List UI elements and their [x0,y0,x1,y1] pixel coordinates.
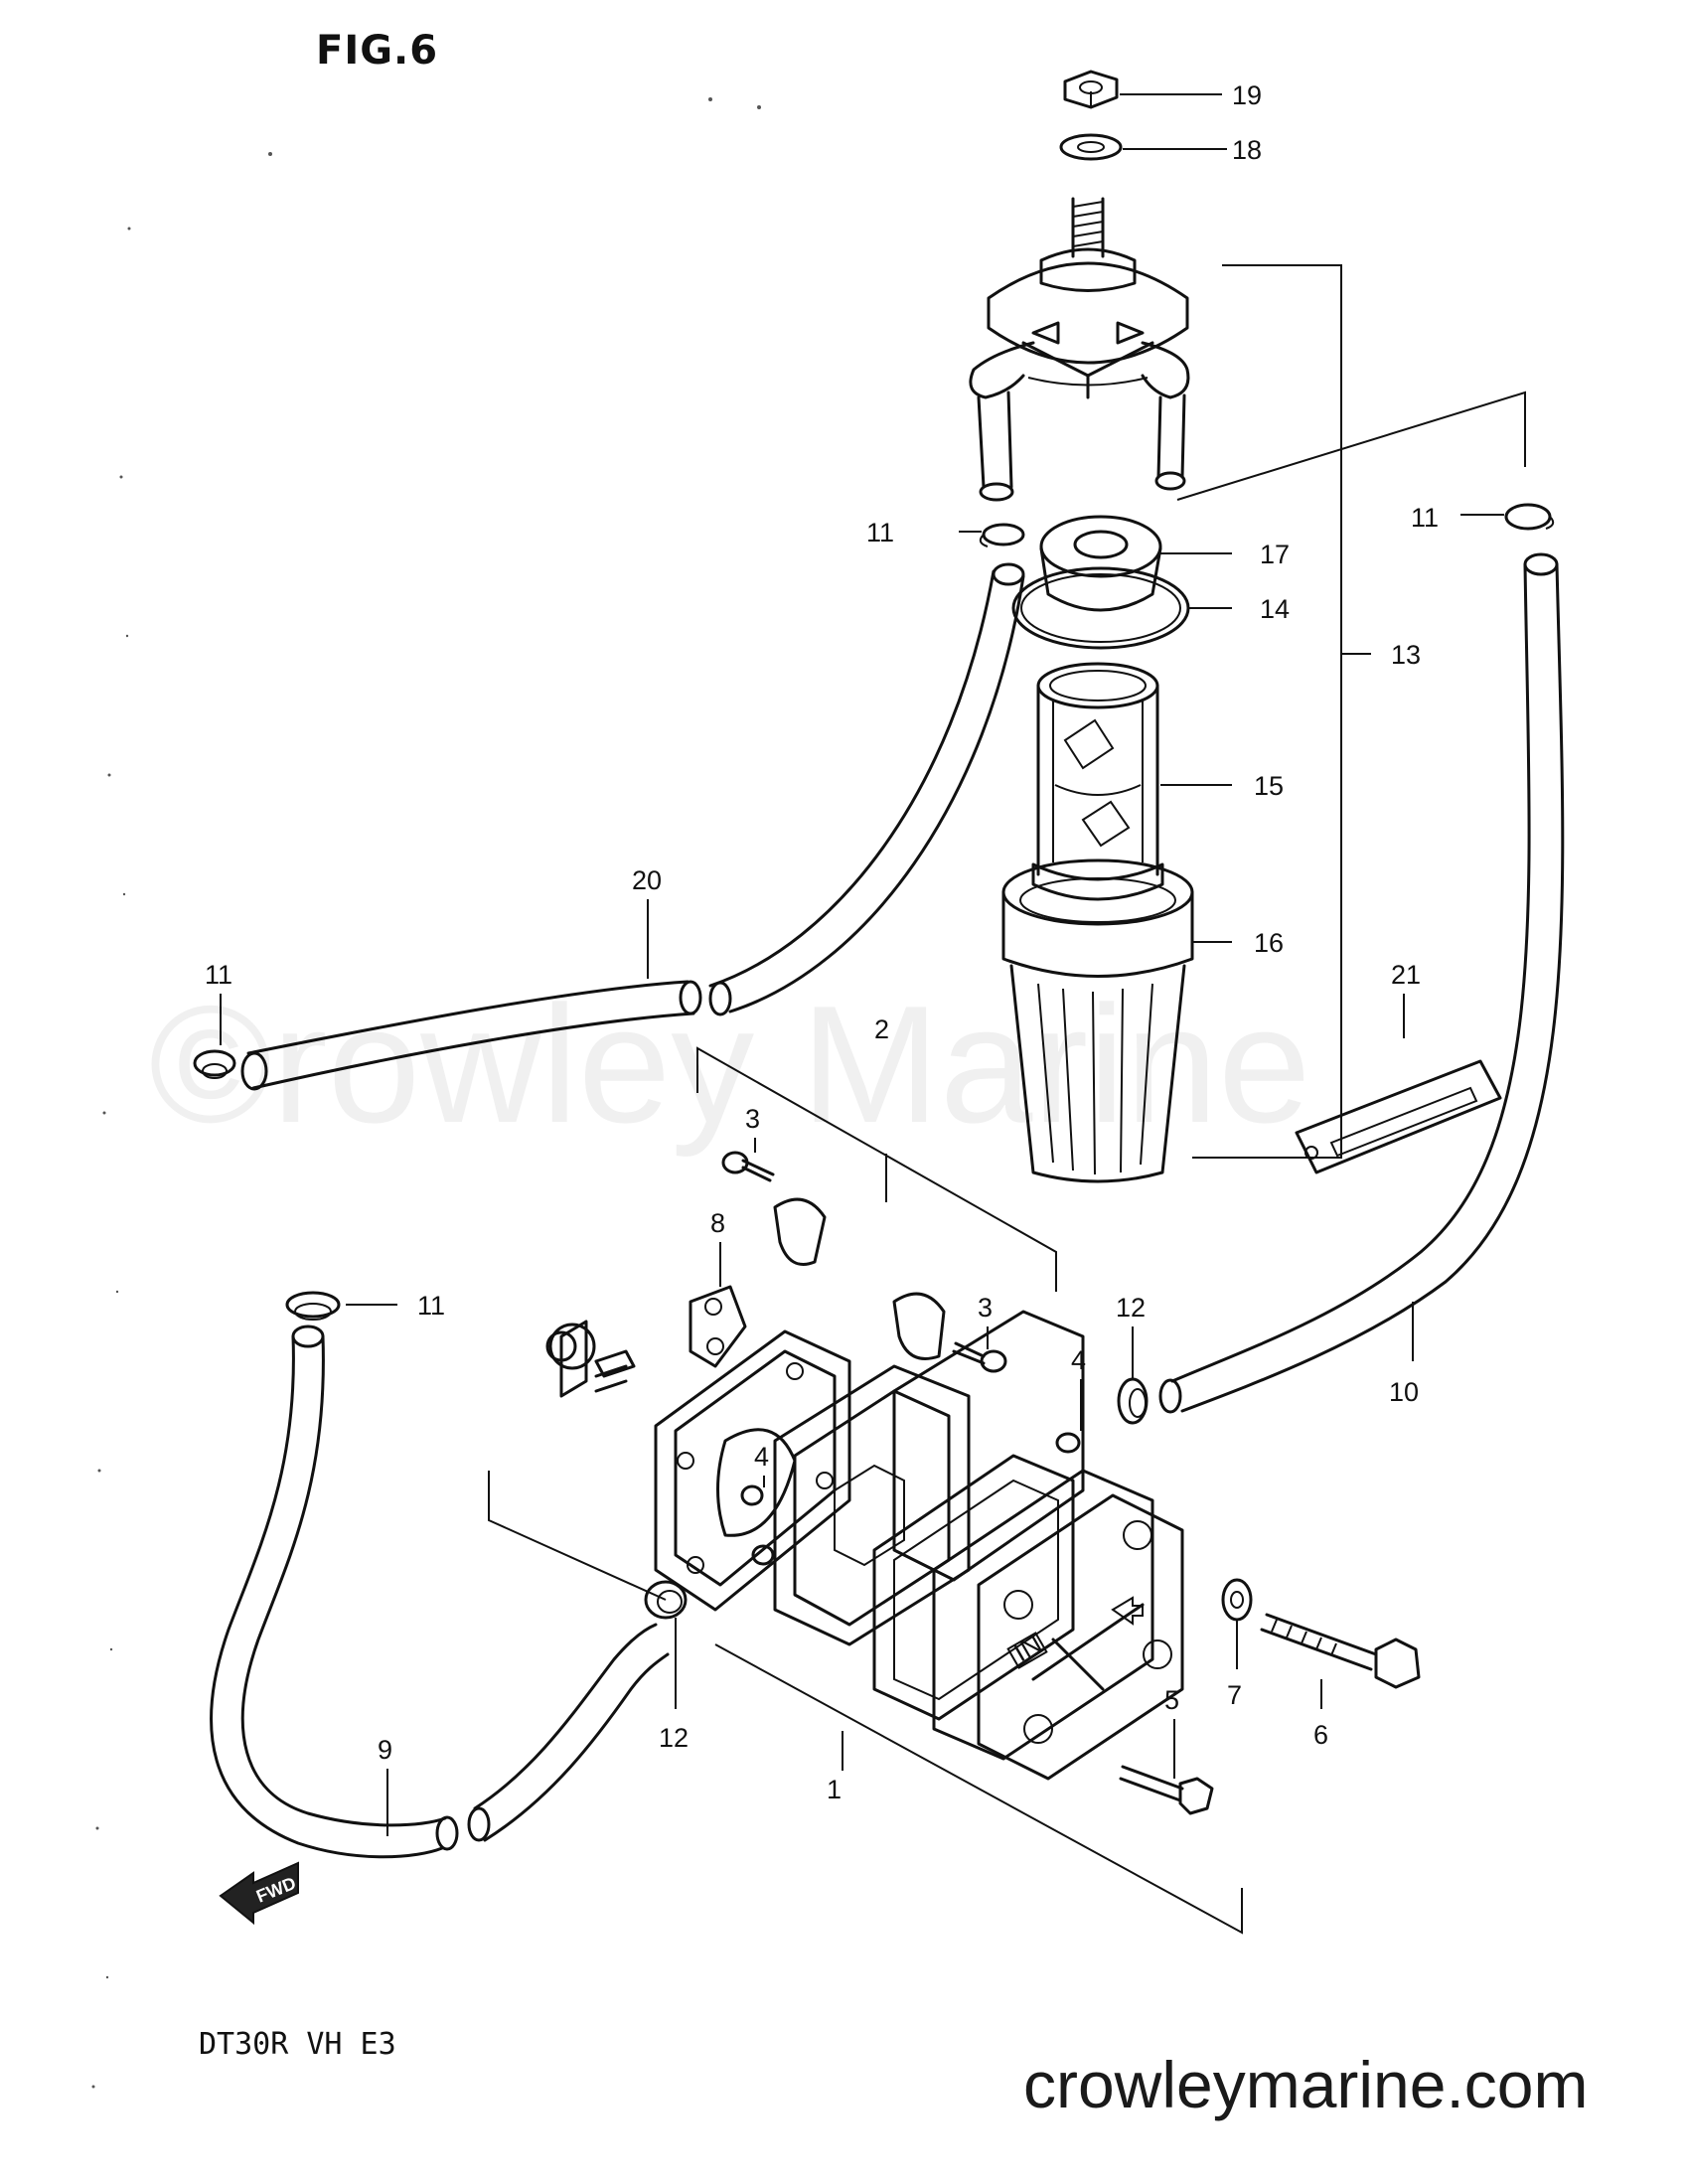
fuel-hose-20[interactable] [240,562,1025,1091]
callout-6: 6 [1313,1720,1328,1750]
bracket-1 [488,1471,1243,1935]
screw-5[interactable] [1119,1765,1214,1815]
callout-11-a: 11 [866,518,894,547]
callout-3-a: 3 [745,1104,760,1134]
website-url[interactable]: crowleymarine.com [1023,2048,1589,2121]
leader-lines [220,93,1504,1836]
callout-5: 5 [1164,1685,1179,1715]
callout-16: 16 [1254,928,1284,958]
hose-clip-12-b[interactable] [644,1580,688,1620]
hose-clip-11-c[interactable] [193,1049,236,1079]
model-code: DT30R VH E3 [199,2027,396,2062]
callout-8: 8 [710,1208,725,1238]
svg-text:IN: IN [1008,1629,1046,1667]
filter-bowl-16[interactable] [1001,858,1194,1183]
fuel-hose-10[interactable] [1158,552,1565,1414]
callout-2: 2 [874,1014,889,1044]
watermark: ©rowley Marine [149,971,1311,1158]
filter-head-13[interactable] [969,197,1190,502]
callout-12-a: 12 [1116,1293,1146,1323]
callout-11-c: 11 [205,960,232,990]
filter-seal-17[interactable] [1039,515,1162,612]
callout-labels: 19 18 11 11 17 14 13 15 20 16 11 21 2 3 … [205,80,1439,1804]
bracket-13 [1176,264,1526,1159]
callout-17: 17 [1260,540,1290,569]
bolt-6[interactable] [1260,1613,1421,1689]
washer-7[interactable] [1221,1578,1253,1622]
callout-7: 7 [1227,1680,1242,1710]
callout-3-b: 3 [978,1293,993,1323]
cable-tie-21[interactable] [1295,1059,1502,1174]
callout-19: 19 [1232,80,1262,110]
hose-clip-11-b[interactable] [1504,503,1555,531]
o-ring-14[interactable] [1011,566,1190,650]
callout-4-a: 4 [1071,1345,1086,1375]
pump-arrow-in-badge: IN [1006,1629,1048,1669]
washer-18[interactable] [1059,133,1123,161]
hose-clip-12-a[interactable] [1117,1377,1149,1425]
bracket-2 [696,1046,1057,1292]
callout-11-b: 11 [1411,503,1439,533]
figure-title: FIG.6 [316,28,439,74]
screw-3-a[interactable] [721,1151,775,1182]
callout-4-b: 4 [754,1442,769,1472]
callout-14: 14 [1260,594,1290,624]
callout-11-d: 11 [417,1291,445,1321]
callout-1: 1 [827,1775,842,1804]
callout-18: 18 [1232,135,1262,165]
nut-19[interactable] [1063,70,1119,109]
hose-clip-11-a[interactable] [979,523,1025,547]
scan-noise [91,97,761,2089]
fwd-arrow-icon: FWD [219,1861,299,1926]
callout-9: 9 [378,1735,392,1765]
fuel-pump-assembly[interactable]: IN [545,1197,1184,1781]
screw-3-b[interactable] [952,1341,1007,1373]
fuel-hose-9[interactable] [210,1325,670,1859]
filter-element-15[interactable] [1031,662,1164,901]
callout-15: 15 [1254,771,1284,801]
callout-12-b: 12 [659,1723,689,1753]
callout-13: 13 [1391,640,1421,670]
callout-10: 10 [1389,1377,1419,1407]
callout-21: 21 [1391,960,1421,990]
callout-20: 20 [632,865,662,895]
hose-clip-11-d[interactable] [285,1291,341,1321]
